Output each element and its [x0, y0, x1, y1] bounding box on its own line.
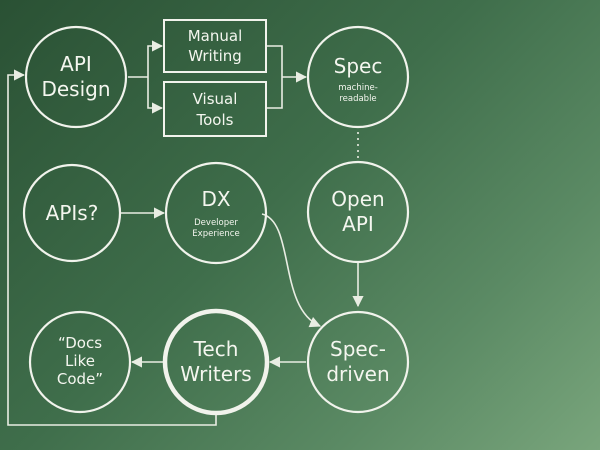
- edge-tech-writers-loop-to-api-design: [7, 69, 217, 426]
- edge-manual-writing-merge: [266, 45, 283, 77]
- edge-dx-to-spec-driven: [261, 213, 322, 328]
- edge-visual-tools-merge: [266, 77, 283, 109]
- node-manual-writing-line-1: Manual: [188, 27, 243, 45]
- node-manual-writing: Manual Writing: [163, 19, 267, 73]
- node-spec-driven: Spec- driven: [306, 310, 410, 414]
- node-visual-tools-line-2: Tools: [196, 111, 234, 129]
- node-spec-sub-1: machine-: [338, 83, 378, 93]
- node-open-api: Open API: [306, 160, 410, 264]
- node-docs-line-2: Like: [65, 352, 95, 370]
- node-tech-writers-line-2: Writers: [180, 362, 251, 386]
- node-dx-sub-2: Experience: [192, 229, 239, 239]
- edges: [7, 40, 364, 426]
- node-visual-tools: Visual Tools: [163, 81, 267, 137]
- node-docs-line-1: “Docs: [58, 334, 102, 352]
- node-tech-writers: Tech Writers: [162, 308, 270, 416]
- node-api-design-line-2: Design: [41, 77, 110, 101]
- node-spec: Spec machine- readable: [306, 25, 410, 129]
- node-tech-writers-line-1: Tech: [193, 337, 239, 361]
- node-docs-line-3: Code”: [57, 370, 103, 388]
- node-dx: DX Developer Experience: [164, 161, 268, 265]
- node-spec-title: Spec: [334, 54, 383, 78]
- node-spec-driven-line-2: driven: [326, 362, 389, 386]
- node-open-api-line-2: API: [342, 212, 374, 236]
- edge-branch-to-manual-writing: [147, 40, 164, 77]
- node-spec-driven-line-1: Spec-: [330, 337, 386, 361]
- node-dx-sub-1: Developer: [194, 218, 238, 228]
- node-api-design-line-1: API: [60, 52, 92, 76]
- node-dx-title: DX: [201, 187, 230, 211]
- edge-branch-to-visual-tools: [147, 77, 164, 114]
- node-api-design: API Design: [24, 25, 128, 129]
- node-visual-tools-line-1: Visual: [193, 90, 238, 108]
- node-open-api-line-1: Open: [331, 187, 384, 211]
- node-apis-label: APIs?: [46, 201, 99, 225]
- node-manual-writing-line-2: Writing: [188, 47, 242, 65]
- node-docs-like-code: “Docs Like Code”: [28, 310, 132, 414]
- node-spec-sub-2: readable: [339, 94, 376, 104]
- node-apis: APIs?: [22, 163, 122, 263]
